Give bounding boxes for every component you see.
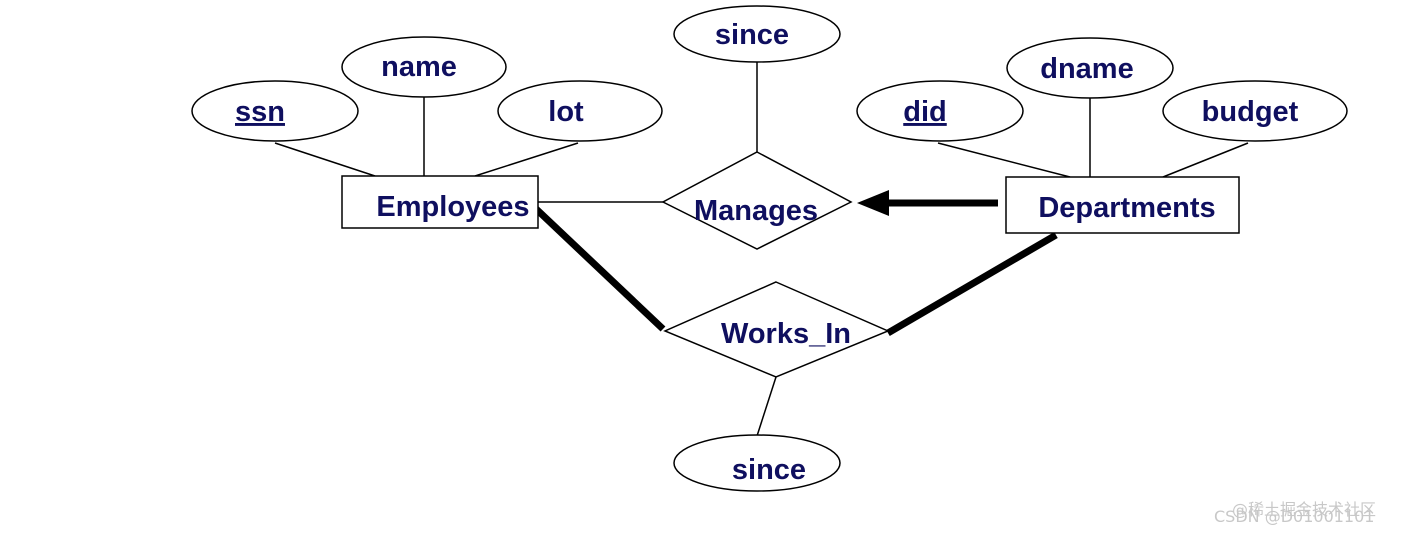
attribute-dname: dname xyxy=(1006,37,1174,99)
line-worksin-since xyxy=(756,376,777,437)
entity-departments: Departments xyxy=(1005,176,1240,234)
watermark-csdn: CSDN @D01001101 xyxy=(1214,507,1375,526)
attribute-manages-since-label: since xyxy=(715,19,789,51)
entity-employees-label: Employees xyxy=(376,191,529,223)
entity-employees: Employees xyxy=(341,175,539,229)
relationship-works-in-label: Works_In xyxy=(721,318,851,350)
attribute-ssn-label: ssn xyxy=(235,96,285,128)
attribute-works-in-since-label: since xyxy=(732,454,806,486)
line-did-departments xyxy=(937,142,1071,178)
attribute-name: name xyxy=(341,36,507,98)
relationship-manages: Manages xyxy=(661,151,853,250)
thick-connectors xyxy=(530,199,1058,337)
line-departments-worksin xyxy=(886,231,1058,337)
attribute-name-label: name xyxy=(381,51,457,83)
attribute-dname-label: dname xyxy=(1040,53,1133,85)
attribute-budget: budget xyxy=(1162,80,1348,142)
attribute-works-in-since: since xyxy=(673,434,841,492)
line-employees-worksin xyxy=(530,203,666,332)
attribute-budget-label: budget xyxy=(1202,96,1299,128)
line-ssn-employees xyxy=(274,142,376,177)
connectors xyxy=(274,58,1249,437)
attribute-ssn: ssn xyxy=(191,80,359,142)
attribute-lot-label: lot xyxy=(548,96,584,128)
relationship-works-in: Works_In xyxy=(663,281,890,378)
line-budget-departments xyxy=(1162,142,1249,178)
attribute-lot: lot xyxy=(497,80,663,142)
watermark-juejin: @稀土掘金技术社区 xyxy=(1232,500,1377,519)
entity-departments-label: Departments xyxy=(1038,192,1215,224)
arrowhead-icon xyxy=(857,190,889,216)
attribute-did-label: did xyxy=(903,96,947,128)
attribute-manages-since: since xyxy=(673,5,841,63)
attribute-did: did xyxy=(856,80,1024,142)
line-lot-employees xyxy=(474,142,579,177)
relationship-manages-label: Manages xyxy=(694,195,818,227)
